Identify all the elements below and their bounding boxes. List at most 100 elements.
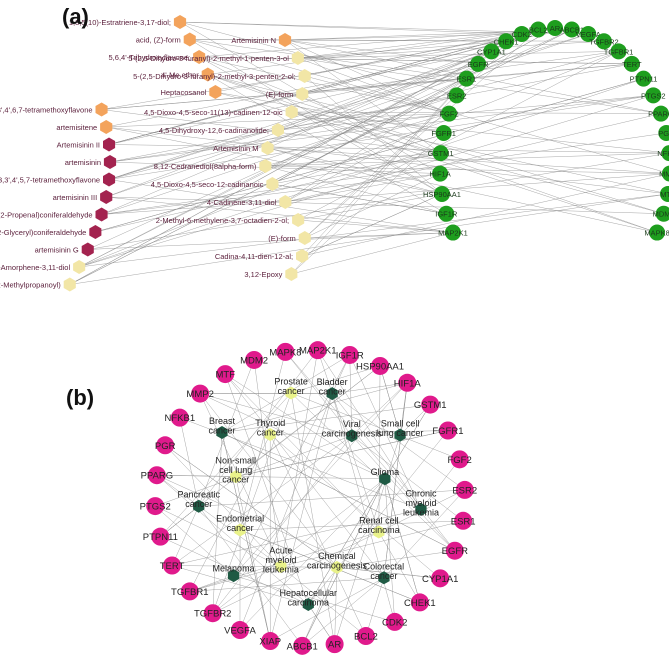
target-node-ptgs2 <box>146 497 165 516</box>
target-label: NFKB1 <box>657 149 669 158</box>
disease-label: Glioma <box>371 467 400 477</box>
target-label: PPARG <box>141 471 174 482</box>
edge <box>272 27 556 185</box>
target-node-egfr <box>470 55 487 72</box>
edge <box>280 350 318 567</box>
edge <box>199 27 556 58</box>
edge <box>106 113 450 128</box>
target-node-tert <box>163 556 182 575</box>
edge <box>101 132 667 215</box>
compound-node-o-2-propenal-coniferaldehyde <box>95 207 108 222</box>
disease-node-colorectal-cancer <box>378 571 390 585</box>
edge <box>106 196 453 233</box>
edge <box>351 435 464 522</box>
target-node-map2k1 <box>308 341 327 360</box>
edge <box>349 354 422 510</box>
target-label: TERT <box>160 561 185 572</box>
panel-a-label: (a) <box>62 4 89 29</box>
edge <box>235 365 381 477</box>
target-node-vegfa <box>580 25 597 42</box>
compound-label: 2-Methyl-6-methylene-3,7-octadien-2-ol; <box>156 216 289 225</box>
compound-node-3-2-methylpropanoyl <box>63 277 76 292</box>
edge <box>365 577 385 637</box>
edge <box>291 232 454 275</box>
edge <box>87 232 453 250</box>
edge <box>284 39 479 65</box>
edge <box>225 373 380 533</box>
edge <box>291 111 661 114</box>
edge <box>87 152 669 250</box>
compound-node-2-methyl-6-methylene-3-7-octadien-2-ol <box>292 213 305 227</box>
disease-label: Melanoma <box>213 564 255 574</box>
target-node-hsp90aa1 <box>371 356 390 375</box>
disease-node-glioma <box>379 472 391 486</box>
compound-node-4-cadinene-3-11-diol <box>279 195 292 209</box>
target-node-fgf2 <box>441 105 458 122</box>
edge <box>79 63 479 268</box>
edge <box>272 152 441 185</box>
edge <box>272 78 467 185</box>
target-label: TGFBR2 <box>589 37 619 46</box>
target-node-mapk8 <box>649 224 666 241</box>
target-label: IGF1R <box>336 350 364 361</box>
edge <box>69 51 492 285</box>
edge <box>79 95 654 268</box>
compound-node-e-form <box>296 87 309 101</box>
target-label: PTPN11 <box>630 75 658 84</box>
edge <box>79 51 619 268</box>
target-node-pparg <box>652 105 669 122</box>
edge <box>199 393 338 568</box>
edge <box>304 29 539 239</box>
disease-node-small-cell-lung-cancer <box>394 428 406 442</box>
disease-node-chemical-carcinogenesis <box>331 560 343 574</box>
edge <box>199 56 632 65</box>
target-node-esr1 <box>454 511 473 530</box>
target-label: CHEK1 <box>404 598 436 609</box>
edge <box>212 432 223 614</box>
edge <box>302 478 386 646</box>
target-label: IGF1R <box>435 210 458 219</box>
edge <box>334 567 338 645</box>
disease-node-non-small-cell-lung-cancer <box>230 470 242 484</box>
edge <box>304 173 441 239</box>
target-node-tgfbr2 <box>595 33 612 50</box>
target-node-chek1 <box>410 593 429 612</box>
target-node-gstm1 <box>421 395 440 414</box>
target-node-bcl2 <box>530 21 547 38</box>
edge <box>420 459 460 510</box>
target-node-tert <box>623 55 640 72</box>
edge <box>225 373 385 480</box>
target-node-hif1a <box>432 165 449 182</box>
target-label: FGFR1 <box>431 129 456 138</box>
edge <box>297 29 539 59</box>
compound-label: Dihydroxy-3,3',4',5,7-tetramethoxyflavon… <box>0 176 100 185</box>
edge <box>290 392 335 645</box>
target-label: CYP1A1 <box>422 574 458 585</box>
edge <box>235 430 448 477</box>
target-label: ESR2 <box>447 91 467 100</box>
compound-label: Artemisinin M <box>213 144 258 153</box>
edge <box>239 478 386 631</box>
edge <box>109 113 450 163</box>
target-label: TGFBR1 <box>604 47 634 56</box>
edge <box>336 567 441 579</box>
target-node-hsp90aa1 <box>433 185 450 202</box>
target-label: FGF2 <box>439 110 458 119</box>
target-node-ar <box>547 20 563 36</box>
compound-node-heptacosanol <box>209 85 222 99</box>
edge <box>179 417 199 507</box>
compound-label: artemisinin III <box>53 193 98 202</box>
target-label: FGF2 <box>447 455 471 466</box>
edge <box>297 57 450 114</box>
edge <box>155 435 352 507</box>
target-label: TERT <box>622 60 642 69</box>
panel-a-nodes: 1,3,5(10)-Estratriene-3,17-diol;acid, (Z… <box>0 15 669 292</box>
edge <box>297 41 604 59</box>
